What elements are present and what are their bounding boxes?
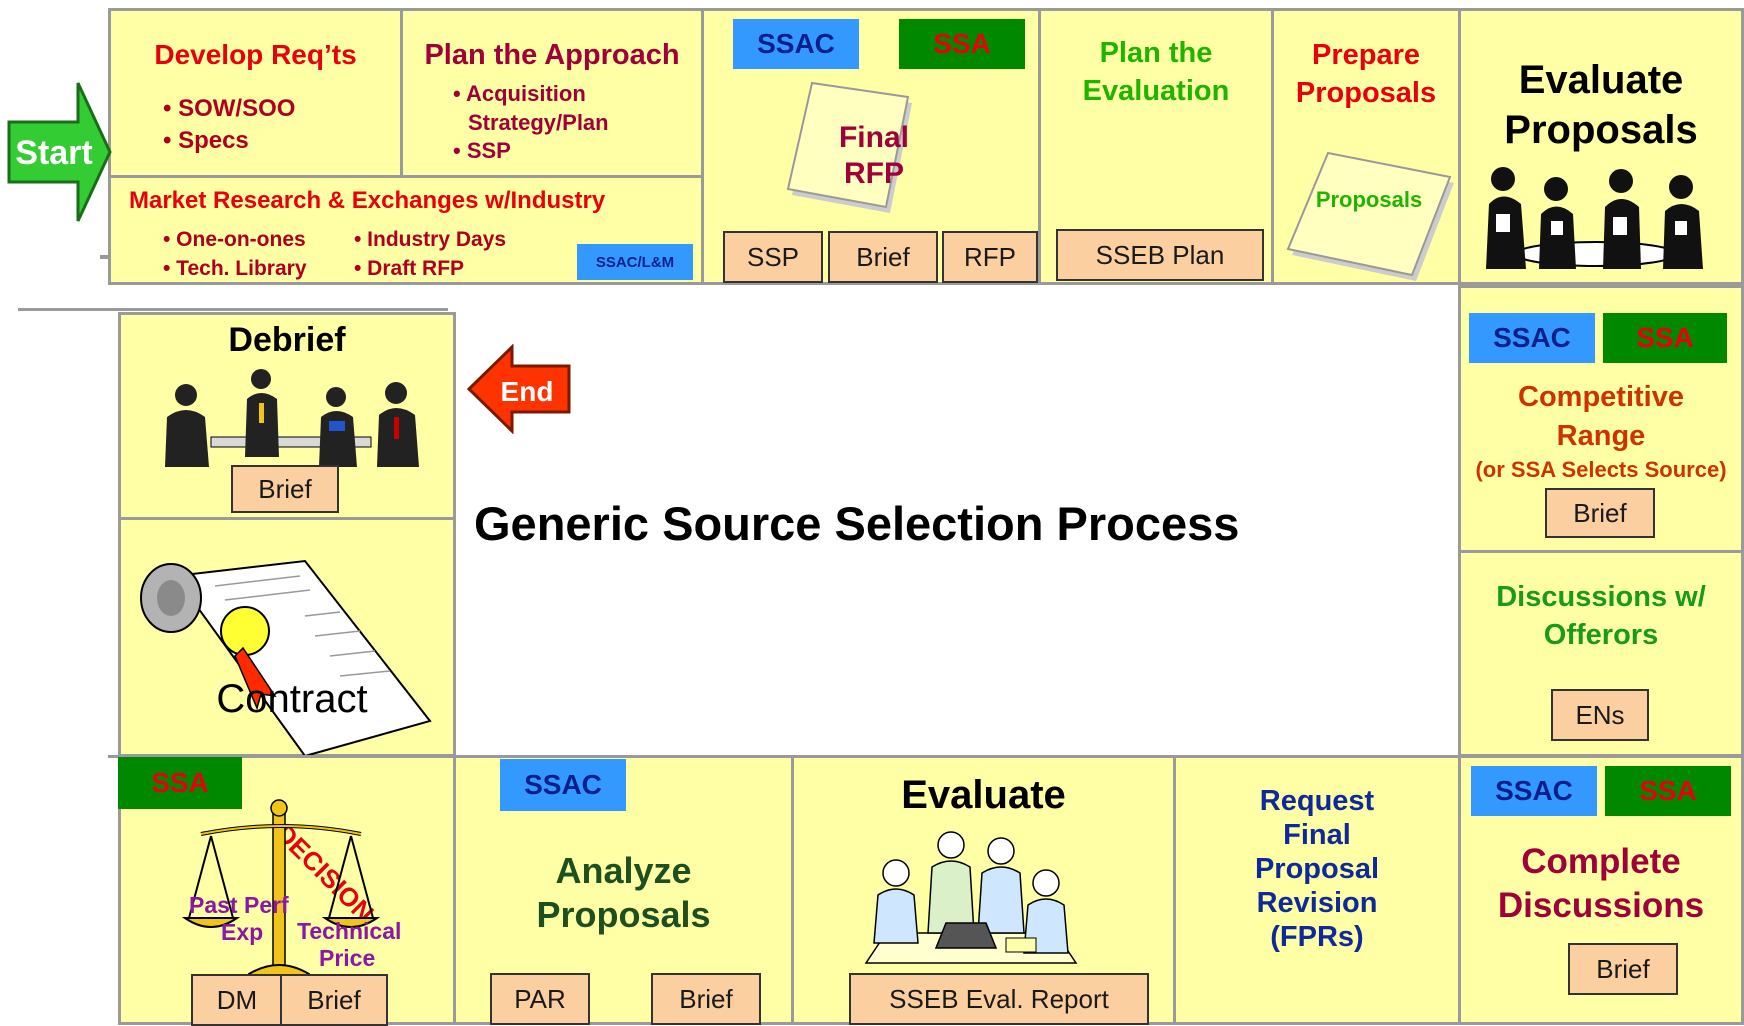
complete-ssa-badge: SSA xyxy=(1605,766,1731,816)
debrief-brief-box: Brief xyxy=(231,465,339,513)
develop-reqs-item-specs: • Specs xyxy=(163,127,249,154)
contract-label: Contract xyxy=(216,677,368,721)
analyze-proposals-title-1: Analyze xyxy=(555,850,692,891)
end-label: End xyxy=(500,376,554,407)
final-rfp-ssa-badge: SSA xyxy=(899,19,1025,69)
request-fpr-line-1: Request xyxy=(1259,785,1375,817)
ens-box: ENs xyxy=(1551,689,1649,741)
end-arrow-icon xyxy=(466,344,571,434)
start-label: Start xyxy=(15,134,93,172)
request-fpr-line-3: Proposal xyxy=(1254,853,1380,885)
final-rfp-ssp-box: SSP xyxy=(723,231,823,283)
develop-reqs-item-sow: • SOW/SOO xyxy=(163,95,296,122)
final-rfp-document-icon xyxy=(786,81,912,213)
plan-approach-item-ssp: • SSP xyxy=(453,138,511,163)
competitive-subtitle: (or SSA Selects Source) xyxy=(1475,457,1727,482)
contract-scroll-icon xyxy=(140,559,432,756)
discussions-title-2: Offerors xyxy=(1543,619,1659,651)
par-box: PAR xyxy=(490,973,590,1025)
decision-factor-technical: Technical xyxy=(297,918,402,944)
final-rfp-brief-box: Brief xyxy=(828,231,938,283)
analyze-ssac-badge: SSAC xyxy=(500,759,626,811)
market-research-cell: Market Research & Exchanges w/Industry •… xyxy=(108,175,704,285)
debrief-cell: Debrief Brief xyxy=(118,312,456,520)
ssac-lm-badge: SSAC/L&M xyxy=(577,244,693,280)
analyze-proposals-title-2: Proposals xyxy=(536,894,711,935)
competitive-title-1: Competitive xyxy=(1518,381,1684,413)
debrief-title: Debrief xyxy=(228,321,346,359)
start-arrow-icon xyxy=(7,82,112,222)
analyze-brief-box: Brief xyxy=(651,973,761,1025)
center-title: Generic Source Selection Process xyxy=(474,497,1240,550)
plan-approach-cell: Plan the Approach • Acquisition Strategy… xyxy=(400,8,704,178)
complete-brief-box: Brief xyxy=(1568,943,1678,995)
final-rfp-doc-label-1: Final xyxy=(838,121,909,154)
prepare-proposals-cell: Prepare Proposals Proposals xyxy=(1271,8,1461,285)
middle-frame-line xyxy=(18,308,448,311)
decision-factor-exp: Exp xyxy=(221,919,264,945)
scales-of-justice-icon xyxy=(181,799,381,983)
decision-factor-price: Price xyxy=(319,945,376,971)
plan-evaluation-cell: Plan the Evaluation SSEB Plan xyxy=(1038,8,1274,285)
evaluate-cell: Evaluate SSEB Eval. Report xyxy=(791,755,1176,1025)
evaluate-title: Evaluate xyxy=(901,773,1066,817)
evaluate-proposals-title-1: Evaluate xyxy=(1518,58,1684,102)
proposals-document-icon xyxy=(1286,151,1454,281)
competitive-ssa-badge: SSA xyxy=(1603,313,1727,363)
evaluate-proposals-cell: Evaluate Proposals xyxy=(1458,8,1744,285)
decision-factor-past-perf: Past Perf xyxy=(189,892,289,918)
sseb-eval-report-box: SSEB Eval. Report xyxy=(849,973,1149,1025)
final-rfp-ssac-badge: SSAC xyxy=(733,19,859,69)
proposals-doc-label: Proposals xyxy=(1315,187,1423,212)
market-item-draft-rfp: • Draft RFP xyxy=(354,257,465,280)
market-item-tech-library: • Tech. Library xyxy=(163,257,307,280)
develop-reqs-title: Develop Req’ts xyxy=(154,39,357,70)
complete-ssac-badge: SSAC xyxy=(1471,766,1597,816)
competitive-title-2: Range xyxy=(1556,420,1646,452)
competitive-range-cell: SSAC SSA Competitive Range (or SSA Selec… xyxy=(1458,285,1744,553)
contract-cell: Contract xyxy=(118,517,456,757)
sseb-plan-box: SSEB Plan xyxy=(1056,229,1264,281)
develop-reqs-cell: Develop Req’ts • SOW/SOO • Specs xyxy=(108,8,403,178)
discussions-cell: Discussions w/ Offerors ENs xyxy=(1458,550,1744,757)
request-fpr-line-5: (FPRs) xyxy=(1270,921,1364,953)
decision-ssa-badge: SSA xyxy=(118,757,242,809)
plan-approach-item-acquisition: • Acquisition xyxy=(453,81,586,106)
debrief-meeting-illustration xyxy=(165,369,419,467)
complete-discussions-title-2: Discussions xyxy=(1497,886,1705,925)
request-fpr-line-2: Final xyxy=(1283,819,1351,851)
evaluate-proposals-title-2: Proposals xyxy=(1504,108,1698,152)
prepare-proposals-title-1: Prepare xyxy=(1311,39,1420,71)
decision-dm-box: DM xyxy=(191,974,283,1026)
plan-evaluation-title-1: Plan the xyxy=(1099,37,1213,69)
discussions-title-1: Discussions w/ xyxy=(1496,581,1706,613)
competitive-ssac-badge: SSAC xyxy=(1469,313,1595,363)
prepare-proposals-title-2: Proposals xyxy=(1295,77,1437,109)
evaluators-laptop-illustration xyxy=(864,831,1078,964)
request-fpr-line-4: Revision xyxy=(1256,887,1378,919)
complete-discussions-cell: SSAC SSA Complete Discussions Brief xyxy=(1458,755,1744,1025)
plan-approach-title: Plan the Approach xyxy=(424,39,680,71)
plan-approach-item-strategy: Strategy/Plan xyxy=(468,110,609,135)
market-item-industry-days: • Industry Days xyxy=(354,228,507,251)
final-rfp-doc-label-2: RFP xyxy=(844,157,904,190)
market-item-one-on-ones: • One-on-ones xyxy=(163,228,306,251)
evaluators-meeting-illustration xyxy=(1486,167,1703,269)
complete-discussions-title-1: Complete xyxy=(1521,842,1681,881)
competitive-brief-box: Brief xyxy=(1545,488,1655,538)
final-rfp-cell: SSAC SSA Final RFP SSP Brief RFP xyxy=(701,8,1041,285)
plan-evaluation-title-2: Evaluation xyxy=(1082,75,1230,107)
analyze-proposals-cell: SSAC Analyze Proposals PAR Brief xyxy=(453,755,794,1025)
market-research-title: Market Research & Exchanges w/Industry xyxy=(129,187,606,214)
request-fpr-cell: Request Final Proposal Revision (FPRs) xyxy=(1173,755,1461,1025)
decision-cell: SSA DECISION Past Perf Exp Technical Pri… xyxy=(118,755,456,1026)
decision-brief-box: Brief xyxy=(280,974,388,1026)
final-rfp-rfp-box: RFP xyxy=(942,231,1038,283)
